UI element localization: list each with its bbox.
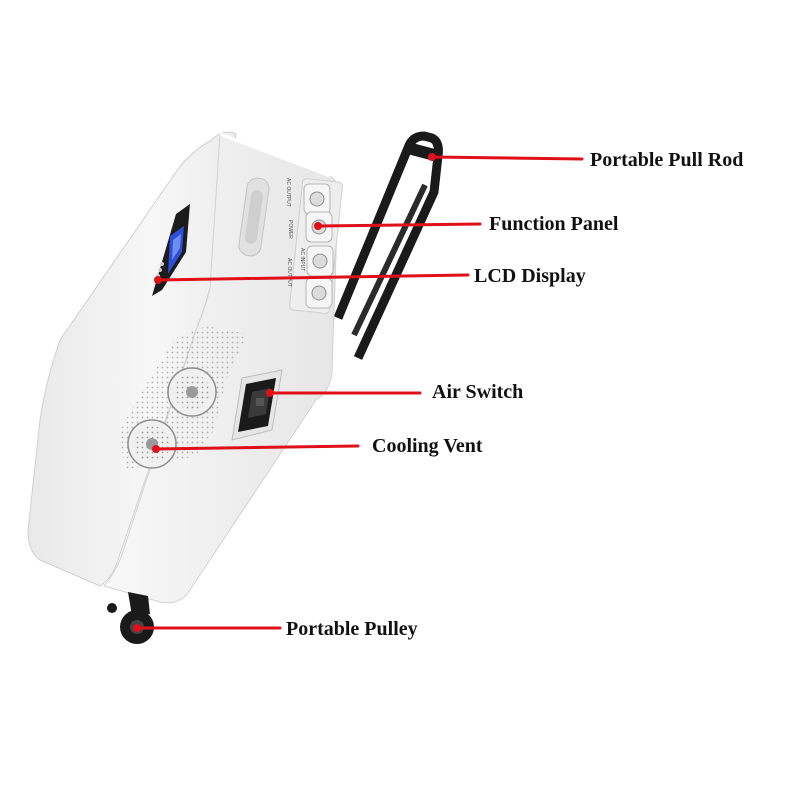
label-cooling-vent: Cooling Vent: [372, 435, 483, 457]
outlet-3: [306, 245, 334, 277]
panel-text-ac-input: AC INPUT: [299, 248, 305, 271]
label-function-panel: Function Panel: [489, 213, 619, 235]
pull-rod: [333, 131, 443, 360]
lcd-display-unit: [152, 204, 190, 296]
panel-text-ac-output-1: AC OUTPUT: [285, 178, 291, 207]
pulley-wheel: [107, 592, 154, 644]
lcd-button-1: [160, 262, 164, 266]
cooling-fan-lower: [127, 419, 177, 469]
leader-line-lcd-display: [156, 273, 470, 282]
lcd-button-2: [158, 268, 162, 272]
label-portable-pull-rod: Portable Pull Rod: [590, 149, 744, 171]
leader-dots: [133, 153, 436, 632]
function-panel-area: AC OUTPUT POWER AC INPUT AC OUTPUT: [285, 178, 343, 314]
cooling-fan-upper: [167, 367, 217, 417]
outlet-4: [305, 277, 333, 309]
label-lcd-display: LCD Display: [474, 265, 586, 287]
outlet-1: [303, 183, 331, 215]
label-air-switch: Air Switch: [432, 381, 524, 403]
label-portable-pulley: Portable Pulley: [286, 618, 418, 640]
leader-line-cooling-vent: [154, 444, 360, 451]
leader-line-function-panel: [316, 222, 482, 228]
top-handle: [238, 177, 270, 257]
panel-text-ac-output-2: AC OUTPUT: [286, 258, 292, 287]
air-switch-unit: [231, 369, 283, 441]
leader-lines: [135, 155, 584, 630]
panel-text-power: POWER: [287, 220, 293, 239]
leader-line-pull-rod: [430, 155, 584, 161]
